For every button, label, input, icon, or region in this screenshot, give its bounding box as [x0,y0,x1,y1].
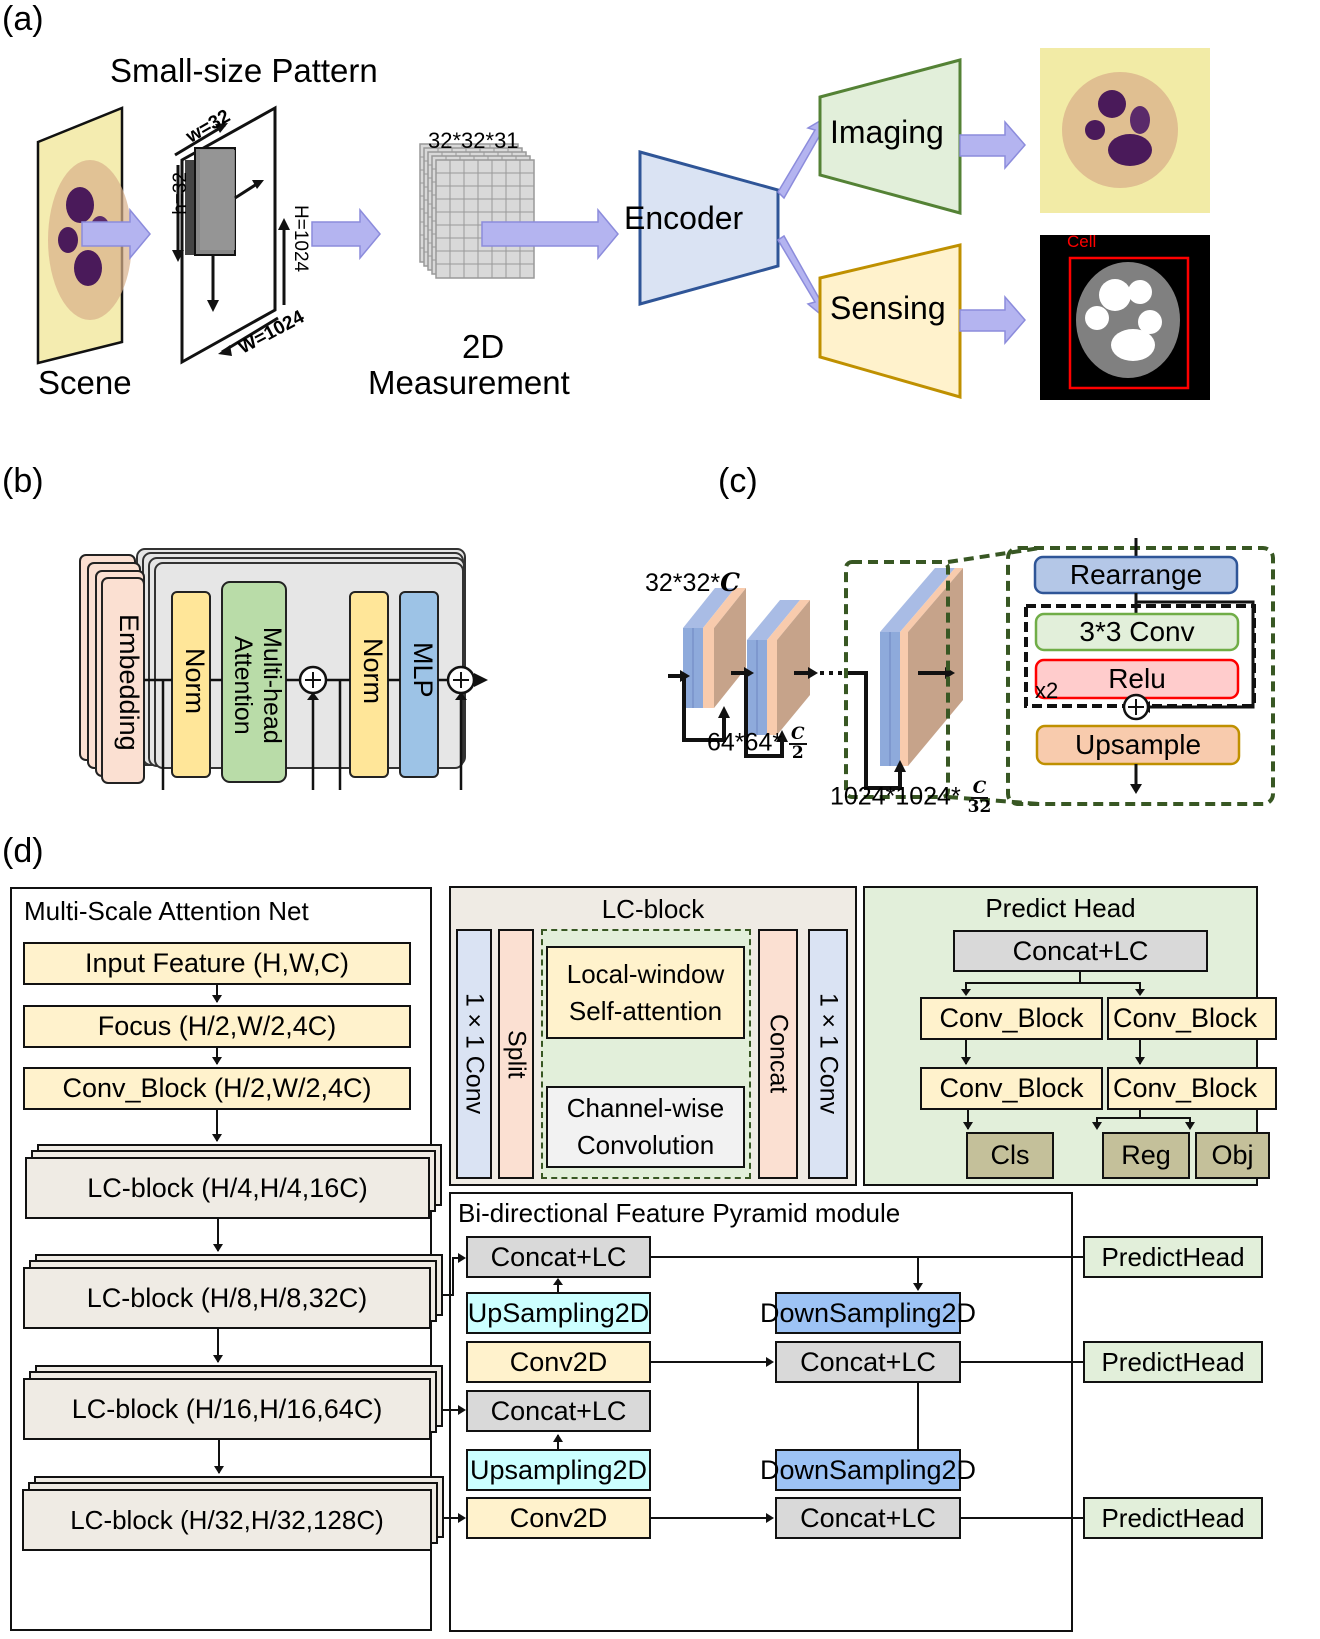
arrow-scene-to-pattern [81,207,151,261]
encoder-label: Encoder [624,200,744,236]
measurement-slice [435,159,535,279]
bifpn-concat-3: Concat+LC [775,1341,961,1383]
lc-block-2: LC-block (H/8,H/8,32C) [23,1267,431,1329]
measurement-label-1: 2D [462,328,505,365]
predict-head-out-3: PredictHead [1083,1497,1263,1539]
bifpn-downsampling-1: DownSampling2D [760,1292,976,1334]
encoder-block [638,150,780,306]
big-H-label: H=1024 [290,205,311,273]
norm2-label: Norm [358,638,388,704]
input-feature-box: Input Feature (H,W,C) [23,942,411,985]
conv-out-box: 1×1 Conv [808,929,848,1179]
conv-label: 3*3 Conv [1079,616,1195,647]
panel-a-label: (a) [2,0,44,38]
bifpn-panel [449,1192,1073,1632]
output-sensing-image [1040,235,1210,400]
panel-c-label: (c) [718,462,758,500]
arrow-measurement-to-encoder [481,207,619,261]
norm1-block [171,591,211,778]
imaging-label: Imaging [830,114,944,150]
attention-block [221,581,287,783]
lc-block-3: LC-block (H/16,H/16,64C) [23,1378,431,1440]
rearrange-label: Rearrange [1069,559,1203,590]
ph-conv-block-3: Conv_Block [920,1067,1103,1110]
pattern-title: Small-size Pattern [110,52,378,89]
bifpn-title: Bi-directional Feature Pyramid module [458,1198,901,1228]
feature-cube-2 [747,600,810,735]
bifpn-conv2d-1: Conv2D [466,1341,651,1383]
arrow-sensing-to-output [959,294,1026,346]
obj-box: Obj [1195,1132,1270,1179]
embedding-stack [79,554,145,784]
lwsa-box: Local-window Self-attention [546,946,745,1039]
bifpn-upsampling-1: UpSampling2D [466,1292,651,1334]
size1-label: 32*32*C [645,568,740,597]
ph-conv-block-1: Conv_Block [920,997,1103,1040]
conv-block [1034,612,1240,652]
output-imaging-image [1040,48,1210,213]
norm2-block [349,591,389,778]
panel-b-label: (b) [2,462,44,500]
attention-label: Multi-head Attention [229,626,286,744]
ph-conv-block-4: Conv_Block [1107,1067,1277,1110]
conv-in-box: 1×1 Conv [456,929,492,1179]
lc-block-1: LC-block (H/4,H/4,16C) [25,1157,430,1219]
mlp-label: MLP [408,642,438,698]
bifpn-concat-4: Concat+LC [775,1497,961,1539]
ph-conv-block-2: Conv_Block [1107,997,1277,1040]
sensing-block [818,243,962,399]
relu-label: Relu [1108,663,1166,694]
feature-cube-1 [683,588,746,708]
conv-block-box: Conv_Block (H/2,W/2,4C) [23,1067,411,1110]
predict-head-out-2: PredictHead [1083,1341,1263,1383]
bifpn-concat-1: Concat+LC [466,1236,651,1278]
bifpn-upsampling-2: Upsampling2D [466,1449,651,1491]
scene-label: Scene [38,364,132,401]
reg-box: Reg [1102,1132,1190,1179]
arrow-imaging-to-output [959,119,1026,171]
panel-d-label: (d) [2,832,44,870]
embedding-label: Embedding [114,613,144,751]
bifpn-conv2d-2: Conv2D [466,1497,651,1539]
predict-head-title: Predict Head [985,893,1136,923]
predict-head-out-1: PredictHead [1083,1236,1263,1278]
cwc-box: Channel-wise Convolution [546,1086,745,1168]
upsample-label: Upsample [1074,729,1202,760]
lcblock-title: LC-block [601,894,705,924]
small-pattern [185,147,236,256]
msan-title: Multi-Scale Attention Net [24,896,309,926]
panel-a-graphics [36,48,1210,400]
ph-concat-box: Concat+LC [953,930,1208,972]
concat-box: Concat [758,929,798,1179]
split-box: Split [498,929,534,1179]
sensing-label: Sensing [830,290,946,326]
panel-c-graphics [668,538,1275,806]
measurement-size: 32*32*31 [428,128,519,153]
cls-box: Cls [966,1132,1054,1179]
mlp-block [399,591,439,778]
imaging-block [818,58,962,215]
cell-tag: Cell [1067,232,1097,251]
panel-b-graphics [79,548,488,790]
norm1-label: Norm [180,648,210,714]
zoom-frame [844,560,950,799]
focus-box: Focus (H/2,W/2,4C) [23,1005,411,1048]
bifpn-downsampling-2: DownSampling2D [760,1449,976,1491]
bifpn-concat-2: Concat+LC [466,1390,651,1432]
lc-block-4: LC-block (H/32,H/32,128C) [22,1489,432,1551]
measurement-label-2: Measurement [368,364,570,401]
upsample-block [1035,724,1241,766]
repeat-label: x2 [1035,678,1059,703]
arrow-pattern-to-measurement [311,207,381,261]
